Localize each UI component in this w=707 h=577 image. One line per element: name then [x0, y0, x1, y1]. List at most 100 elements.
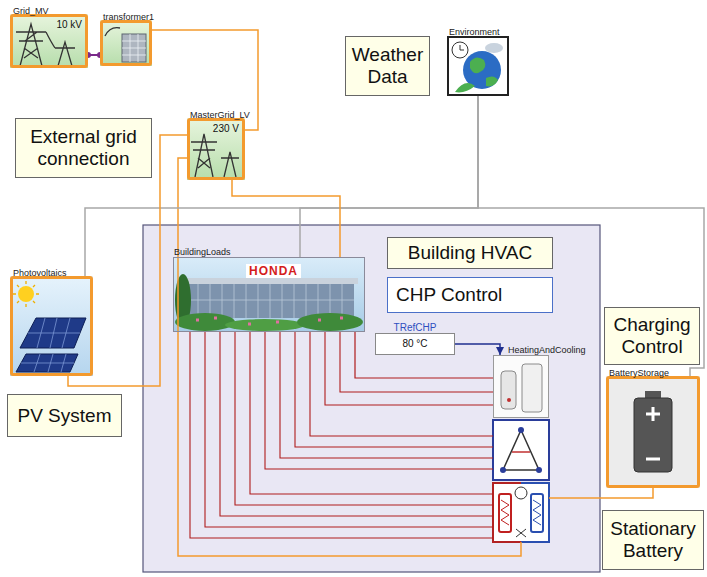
component-name: Photovoltaics [13, 268, 67, 278]
photo-sky [173, 257, 365, 332]
clock-hands [460, 45, 464, 50]
battery-icon [606, 376, 700, 488]
land-symbol [455, 57, 498, 92]
component-name: BatteryStorage [609, 368, 669, 378]
chp-unit-icon [493, 355, 549, 418]
evaporator-symbol [531, 494, 543, 532]
icon-ground [10, 276, 93, 376]
callout-box: Weather Data [345, 36, 430, 96]
pv-icon [10, 276, 93, 376]
transformer-grid [122, 34, 146, 62]
grid-icon: MasterGrid_LV230 V [187, 118, 245, 180]
valve-symbol [516, 529, 526, 537]
node-dot [518, 427, 524, 433]
sun-symbol [18, 286, 34, 302]
power-wire [178, 158, 521, 556]
transformer-body [122, 34, 146, 62]
battery-icon: BatteryStorage [606, 376, 700, 488]
pylon-symbol [16, 24, 75, 66]
callout-text: PV System [13, 405, 116, 427]
connector [232, 180, 340, 257]
parameter-box: TRefCHP80 °C [375, 333, 455, 355]
chp-icon: HeatingAndCooling [493, 355, 549, 418]
window-grid [186, 284, 354, 318]
tank-symbol [501, 371, 516, 409]
battery-body [634, 398, 672, 472]
icon-ground [606, 376, 700, 488]
component-name: MasterGrid_LV [190, 110, 250, 120]
node-dot [536, 467, 542, 473]
shrub [297, 313, 363, 331]
flowers [196, 318, 343, 324]
node-dot [500, 467, 506, 473]
icon-ground [10, 14, 88, 68]
sun-rays [13, 281, 39, 307]
voltage-value: 230 V [213, 123, 239, 134]
building-facade [186, 284, 354, 318]
connector [88, 54, 100, 56]
mastergrid-icon [187, 118, 245, 180]
grid-mv-icon [10, 14, 88, 68]
callout-text: Stationary Battery [608, 518, 698, 562]
callout-text: External grid connection [21, 126, 146, 170]
connector [355, 332, 493, 378]
connector [300, 96, 478, 257]
callout-text: Weather Data [351, 44, 424, 88]
component-name: Environment [449, 27, 500, 37]
environment-icon [447, 36, 509, 96]
pylon-symbol [191, 134, 239, 177]
polarity-symbol [646, 407, 660, 459]
panel-grid [21, 318, 80, 372]
transformer-icon: transformer1 [100, 20, 152, 66]
bar-symbol [512, 451, 530, 453]
condenser-symbol [499, 494, 511, 532]
grid-icon: Grid_MV10 kV [10, 14, 88, 68]
thermal-wire [190, 332, 493, 538]
coil-symbol [533, 500, 541, 525]
clock-symbol [452, 42, 468, 58]
building-roof [182, 278, 358, 284]
callout-box: Stationary Battery [602, 510, 704, 570]
section-heading: Building HVAC [387, 237, 553, 269]
connector [478, 96, 704, 376]
distribution-icon [493, 420, 549, 480]
component-name: HeatingAndCooling [508, 345, 586, 355]
control-box: CHP Control [387, 277, 553, 313]
callout-text: CHP Control [396, 284, 544, 306]
building-photo [173, 257, 365, 332]
triangle-symbol [503, 430, 539, 470]
parameter-name: TRefCHP [394, 322, 437, 333]
icon-ground [493, 355, 549, 418]
callout-box: Charging Control [604, 307, 700, 365]
component-name: BuildingLoads [174, 247, 231, 257]
battery-cap [645, 391, 661, 398]
connector [455, 344, 500, 355]
shrub [175, 313, 235, 331]
coil-symbol [501, 500, 509, 525]
brand-text: HONDA [246, 264, 301, 278]
environment-icon: Environment [447, 36, 509, 96]
component-name: Grid_MV [13, 6, 49, 16]
compressor-symbol [515, 487, 527, 499]
indicator [507, 398, 511, 402]
connector [152, 30, 258, 130]
connector-group [68, 30, 704, 386]
tank-symbol [522, 364, 542, 412]
icon-ground [100, 20, 152, 66]
heat-pump-icon [493, 483, 549, 542]
hvac-region [143, 225, 600, 572]
cloud-symbol [485, 43, 503, 53]
shrub [225, 319, 305, 331]
parameter-value: 80 °C [402, 338, 427, 350]
icon-ground [187, 118, 245, 180]
transformer-icon [100, 20, 152, 66]
icon-ground [447, 36, 509, 96]
component-box [493, 420, 549, 480]
callout-box: PV System [7, 394, 122, 437]
solar-panel [16, 318, 86, 372]
region-box: Building HVAC BuildingLoadsCHP ControlTRe… [143, 225, 600, 572]
pv-icon: Photovoltaics [10, 276, 93, 376]
voltage-value: 10 kV [56, 19, 82, 30]
callout-text: Charging Control [610, 314, 694, 358]
power-wire [549, 488, 653, 498]
